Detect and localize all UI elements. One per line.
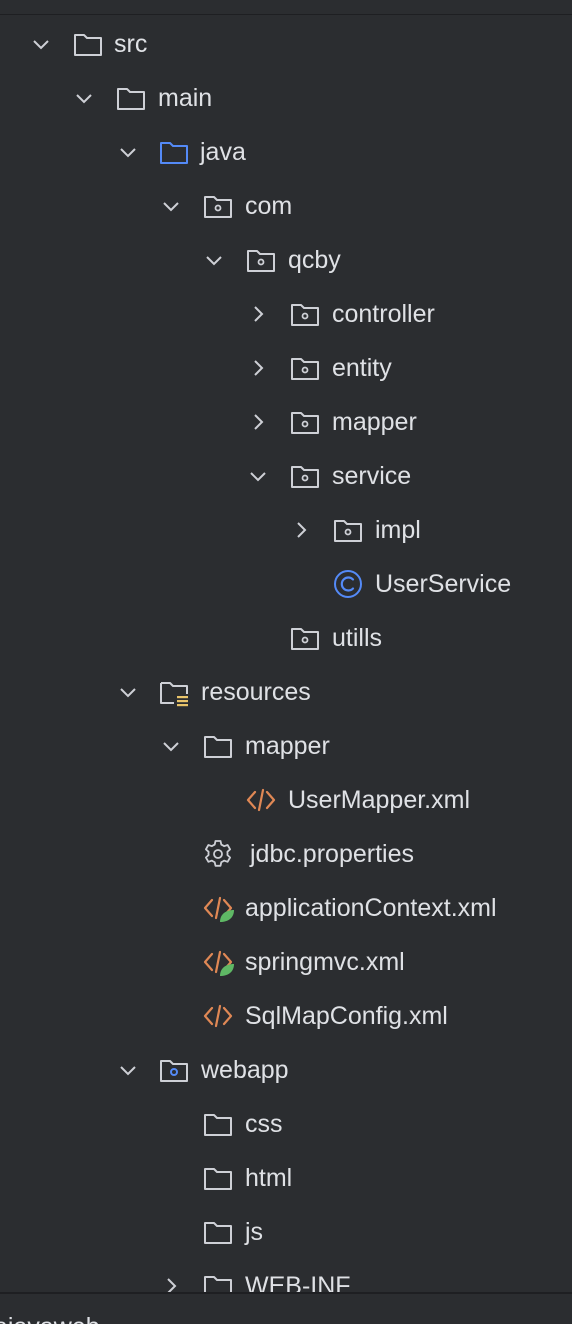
top-divider: [0, 14, 572, 15]
folder-icon: [74, 34, 102, 56]
tree-item-com[interactable]: com: [0, 179, 572, 233]
xml-file-icon: [246, 788, 276, 812]
package-icon: [291, 628, 319, 650]
tree-item-impl[interactable]: impl: [0, 503, 572, 557]
chevron-down-icon[interactable]: [29, 32, 53, 56]
resources-folder-icon: [160, 682, 188, 707]
chevron-down-icon[interactable]: [72, 86, 96, 110]
bottom-tool-strip: ajavaweb: [0, 1292, 572, 1324]
tree-item-jdbc-properties[interactable]: jdbc.properties: [0, 827, 572, 881]
tree-item-label: utills: [332, 624, 383, 652]
class-icon: [334, 570, 362, 598]
tree-item-label: impl: [375, 516, 421, 544]
package-icon: [334, 520, 362, 542]
tree-item-html[interactable]: html: [0, 1151, 572, 1205]
tree-item-springmvc-xml[interactable]: springmvc.xml: [0, 935, 572, 989]
tree-item-qcby[interactable]: qcby: [0, 233, 572, 287]
tree-item-resources[interactable]: resources: [0, 665, 572, 719]
chevron-down-icon[interactable]: [246, 464, 270, 488]
tree-item-userservice[interactable]: UserService: [0, 557, 572, 611]
tree-item-sqlmapconfig-xml[interactable]: SqlMapConfig.xml: [0, 989, 572, 1043]
chevron-right-icon[interactable]: [289, 518, 313, 542]
tree-item-src[interactable]: src: [0, 17, 572, 71]
tree-item-css[interactable]: css: [0, 1097, 572, 1151]
tree-item-label: mapper: [245, 732, 330, 760]
chevron-right-icon[interactable]: [246, 302, 270, 326]
spring-xml-file-icon: [203, 950, 234, 976]
tree-item-label: html: [245, 1164, 293, 1192]
tree-item-label: qcby: [288, 246, 341, 274]
folder-icon: [117, 88, 145, 110]
tree-item-label: controller: [332, 300, 435, 328]
tree-item-label: src: [114, 30, 148, 58]
spring-xml-file-icon: [203, 896, 234, 922]
tree-item-utills[interactable]: utills: [0, 611, 572, 665]
tree-item-label: entity: [332, 354, 392, 382]
package-icon: [291, 358, 319, 380]
tree-item-label: css: [245, 1110, 283, 1138]
tree-item-label: SqlMapConfig.xml: [245, 1002, 448, 1030]
tree-item-controller[interactable]: controller: [0, 287, 572, 341]
tree-item-label: java: [200, 138, 246, 166]
chevron-right-icon[interactable]: [246, 356, 270, 380]
xml-file-icon: [203, 1004, 233, 1028]
bottom-project-label[interactable]: ajavaweb: [0, 1312, 100, 1324]
folder-icon: [204, 1168, 232, 1190]
tree-item-label: mapper: [332, 408, 417, 436]
package-icon: [204, 196, 232, 218]
tree-item-js[interactable]: js: [0, 1205, 572, 1259]
tree-item-mapper-folder[interactable]: mapper: [0, 719, 572, 773]
folder-icon: [204, 1114, 232, 1136]
chevron-down-icon[interactable]: [159, 734, 183, 758]
tree-item-label: js: [245, 1218, 264, 1246]
folder-icon: [204, 736, 232, 758]
chevron-right-icon[interactable]: [159, 1274, 183, 1298]
web-folder-icon: [160, 1060, 188, 1082]
package-icon: [291, 466, 319, 488]
tree-item-webapp[interactable]: webapp: [0, 1043, 572, 1097]
tree-item-label: main: [158, 84, 213, 112]
tree-item-main[interactable]: main: [0, 71, 572, 125]
tree-item-usermapper-xml[interactable]: UserMapper.xml: [0, 773, 572, 827]
tree-item-label: jdbc.properties: [250, 840, 414, 868]
package-icon: [291, 412, 319, 434]
tree-item-label: UserMapper.xml: [288, 786, 470, 814]
tree-item-label: service: [332, 462, 412, 490]
chevron-down-icon[interactable]: [159, 194, 183, 218]
chevron-right-icon[interactable]: [246, 410, 270, 434]
tree-item-label: com: [245, 192, 293, 220]
chevron-down-icon[interactable]: [116, 1058, 140, 1082]
folder-icon: [204, 1222, 232, 1244]
tree-item-label: springmvc.xml: [245, 948, 405, 976]
tree-item-mapper-package[interactable]: mapper: [0, 395, 572, 449]
tree-item-label: UserService: [375, 570, 512, 598]
source-folder-icon: [160, 142, 188, 164]
package-icon: [291, 304, 319, 326]
tree-item-applicationcontext-xml[interactable]: applicationContext.xml: [0, 881, 572, 935]
chevron-down-icon[interactable]: [202, 248, 226, 272]
tree-item-label: applicationContext.xml: [245, 894, 497, 922]
tree-item-java[interactable]: java: [0, 125, 572, 179]
package-icon: [247, 250, 275, 272]
chevron-down-icon[interactable]: [116, 680, 140, 704]
tree-item-entity[interactable]: entity: [0, 341, 572, 395]
chevron-down-icon[interactable]: [116, 140, 140, 164]
gear-icon: [205, 840, 231, 867]
tree-item-label: resources: [201, 678, 311, 706]
tree-item-service[interactable]: service: [0, 449, 572, 503]
tree-item-label: webapp: [201, 1056, 289, 1084]
